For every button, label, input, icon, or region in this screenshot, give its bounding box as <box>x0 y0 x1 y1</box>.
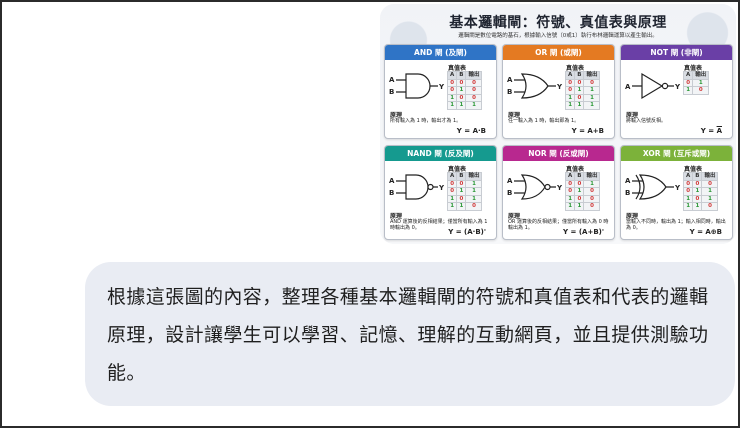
not-gate-icon: A Y <box>625 72 681 100</box>
principle-text: 將輸入信號反相。 <box>626 118 667 124</box>
svg-text:A: A <box>625 83 631 91</box>
svg-text:Y: Y <box>438 83 445 91</box>
gate-card-header: OR 閘 (或閘) <box>503 45 614 60</box>
principle-text: OR 運算後的反相結果；僅當所有輸入為 0 時輸出為 1。 <box>508 219 609 232</box>
formula: Y = (A+B)' <box>563 228 604 236</box>
truth-table-label: 真值表 <box>566 65 585 72</box>
truth-table-label: 真值表 <box>684 65 703 72</box>
formula: Y = A·B <box>456 127 486 135</box>
truth-table-label: 真值表 <box>448 166 467 173</box>
principle-text: 任一輸入為 1 時，輸出即為 1。 <box>508 118 580 124</box>
gate-card-header: NOT 閘 (非閘) <box>621 45 732 60</box>
image-title: 基本邏輯閘：符號、真值表與原理 <box>449 15 667 31</box>
principle-label: 原理 <box>508 112 521 119</box>
svg-text:B: B <box>625 189 630 197</box>
user-message-text: 根據這張圖的內容，整理各種基本邏輯閘的符號和真值表和代表的邏輯原理，設計讓學生可… <box>107 286 709 384</box>
attached-image[interactable]: 基本邏輯閘：符號、真值表與原理 邏輯閘是數位電路的基石，根據輸入信號（0或1）執… <box>380 4 736 244</box>
nor-gate-icon: A B Y <box>507 174 563 200</box>
svg-text:B: B <box>389 189 394 197</box>
svg-text:A: A <box>507 76 513 84</box>
principle-text: 當輸入不同時，輸出為 1；輸入相同時，輸出為 0。 <box>626 219 726 232</box>
user-message-bubble: 根據這張圖的內容，整理各種基本邏輯閘的符號和真值表和代表的邏輯原理，設計讓學生可… <box>85 262 735 406</box>
principle-label: 原理 <box>508 213 521 220</box>
svg-text:Y: Y <box>556 184 563 192</box>
principle-text: AND 運算後的反相結果；僅當所有輸入為 1 時輸出為 0。 <box>390 219 488 232</box>
formula: Y = A⊕B <box>689 228 722 236</box>
svg-text:A: A <box>389 177 395 185</box>
svg-text:B: B <box>389 88 394 96</box>
gate-card-header: NOR 閘 (反或閘) <box>503 146 614 161</box>
formula: Y = A <box>700 127 722 135</box>
truth-table-label: 真值表 <box>684 166 703 173</box>
formula: Y = A+B <box>571 127 604 135</box>
gate-card-header: XOR 閘 (互斥或閘) <box>621 146 732 161</box>
principle-label: 原理 <box>626 213 639 220</box>
truth-table-label: 真值表 <box>566 166 585 173</box>
and-gate-icon: A B Y <box>389 73 445 99</box>
svg-text:Y: Y <box>556 83 563 91</box>
nand-gate-icon: A B Y <box>389 174 445 200</box>
formula: Y = (A·B)' <box>448 228 486 236</box>
image-subtitle: 邏輯閘是數位電路的基石，根據輸入信號（0或1）執行布林邏輯運算以產生輸出。 <box>458 33 658 39</box>
gate-card-header: AND 閘 (及閘) <box>385 45 496 60</box>
xor-gate-icon: A B Y <box>625 174 681 200</box>
svg-text:B: B <box>507 88 512 96</box>
or-gate-icon: A B Y <box>507 73 563 99</box>
svg-text:A: A <box>507 177 513 185</box>
svg-text:A: A <box>625 177 631 185</box>
svg-text:Y: Y <box>674 184 681 192</box>
truth-table-label: 真值表 <box>448 65 467 72</box>
svg-text:Y: Y <box>438 184 445 192</box>
svg-text:Y: Y <box>674 83 681 91</box>
gate-card-header: NAND 閘 (反及閘) <box>385 146 496 161</box>
principle-label: 原理 <box>390 213 403 220</box>
svg-text:B: B <box>507 189 512 197</box>
svg-text:A: A <box>389 76 395 84</box>
principle-label: 原理 <box>390 112 403 119</box>
principle-text: 所有輸入為 1 時，輸出才為 1。 <box>390 118 462 124</box>
principle-label: 原理 <box>626 112 639 119</box>
